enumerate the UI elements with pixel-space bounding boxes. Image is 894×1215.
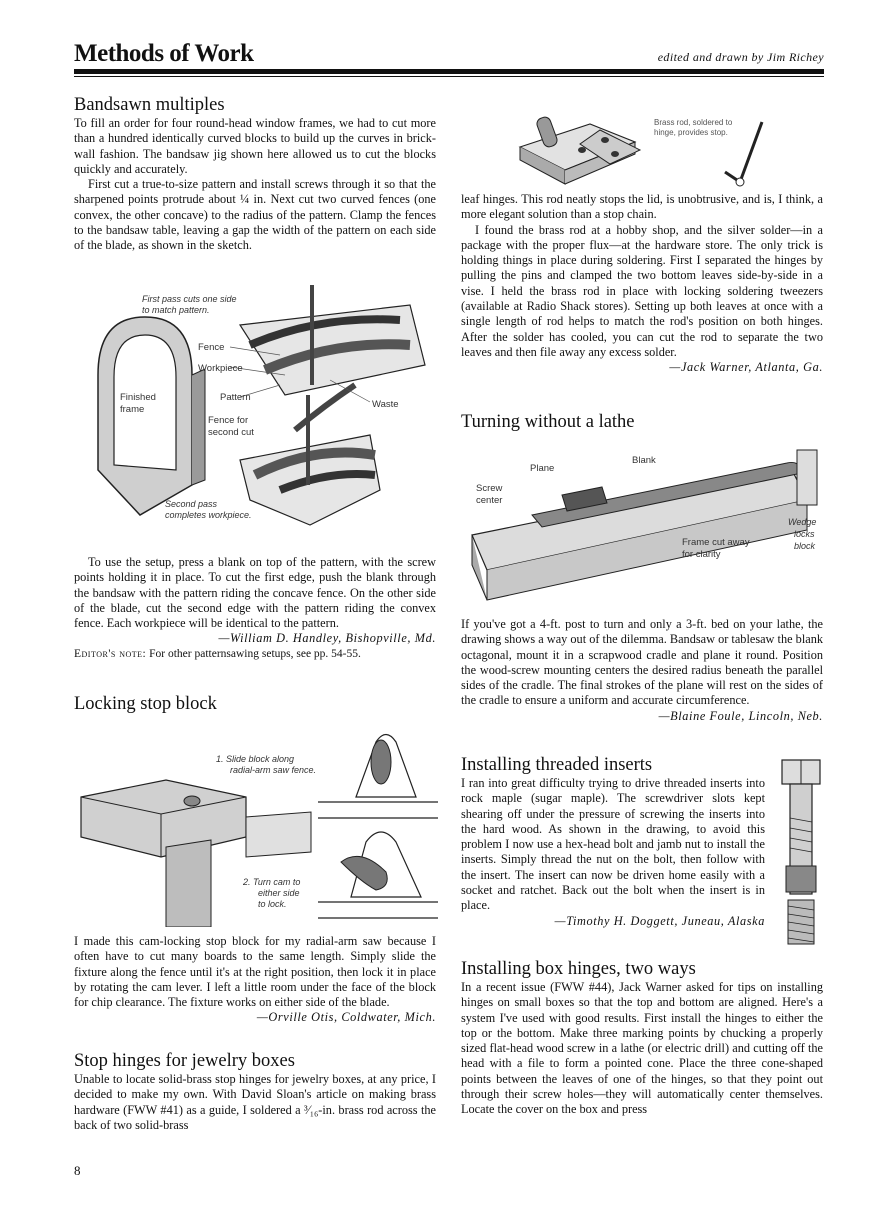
fig-label-first-pass-2: to match pattern. xyxy=(142,305,210,315)
fig-label-completes: completes workpiece. xyxy=(165,510,252,520)
turning-p1: If you've got a 4-ft. post to turn and o… xyxy=(461,617,823,708)
article-bandsaw: Bandsawn multiples To fill an order for … xyxy=(74,94,436,254)
fig-label-pattern: Pattern xyxy=(220,392,251,403)
byline: edited and drawn by Jim Richey xyxy=(657,50,824,64)
fig-label-wedge: Wedge xyxy=(788,517,816,527)
article-locking: Locking stop block xyxy=(74,693,436,715)
bolt-figure xyxy=(781,759,821,945)
editor-note: Editor's note: For other patternsawing s… xyxy=(74,647,436,662)
fig-label-second-cut: second cut xyxy=(208,427,254,438)
page-header: Methods of Work edited and drawn by Jim … xyxy=(74,40,824,74)
stop-hinges-p2: leaf hinges. This rod neatly stops the l… xyxy=(461,192,823,222)
locking-p1: I made this cam-locking stop block for m… xyxy=(74,934,436,1010)
fig-label-slide-1: 1. Slide block along xyxy=(216,754,294,764)
fig-label-slide-2: radial-arm saw fence. xyxy=(230,765,316,775)
fig-label-waste: Waste xyxy=(372,399,399,410)
heading-turning: Turning without a lathe xyxy=(461,412,635,432)
fig-label-brass-rod: Brass rod, soldered to xyxy=(654,118,733,127)
header-rule-thin xyxy=(74,76,824,77)
fig-label-turn-2: either side xyxy=(258,888,300,898)
page-number: 8 xyxy=(74,1163,81,1178)
turning-signature: —Blaine Foule, Lincoln, Neb. xyxy=(658,708,823,723)
article-turning-cont: If you've got a 4-ft. post to turn and o… xyxy=(461,617,823,724)
inserts-signature: —Timothy H. Doggett, Juneau, Alaska xyxy=(554,913,765,928)
stop-hinges-p3: I found the brass rod at a hobby shop, a… xyxy=(461,222,823,359)
fig-label-brass-rod-2: hinge, provides stop. xyxy=(654,128,728,137)
fig-label-screw: Screw xyxy=(476,483,503,494)
turning-figure: Blank Plane Screw center Wedge locks blo… xyxy=(471,449,818,601)
editor-note-text: For other patternsawing setups, see pp. … xyxy=(146,647,361,660)
locking-signature: —Orville Otis, Coldwater, Mich. xyxy=(256,1010,436,1025)
heading-locking: Locking stop block xyxy=(74,694,217,714)
fig-label-frame-cut: Frame cut away xyxy=(682,537,750,548)
stop-hinges-signature: —Jack Warner, Atlanta, Ga. xyxy=(669,360,823,375)
heading-stop-hinges: Stop hinges for jewelry boxes xyxy=(74,1051,295,1071)
bandsaw-p2: First cut a true-to-size pattern and ins… xyxy=(74,177,436,253)
bandsaw-p3: To use the setup, press a blank on top o… xyxy=(74,555,436,631)
fig-label-finished: Finished xyxy=(120,392,156,403)
editor-note-label: Editor's note: xyxy=(74,647,147,660)
article-bandsaw-cont: To use the setup, press a blank on top o… xyxy=(74,555,436,662)
article-stop-hinges-cont: leaf hinges. This rod neatly stops the l… xyxy=(461,192,823,376)
heading-box-hinges: Installing box hinges, two ways xyxy=(461,959,696,979)
fig-label-fence: Fence xyxy=(198,342,224,353)
stop-block-figure: 1. Slide block along radial-arm saw fenc… xyxy=(80,733,438,927)
fig-label-turn-3: to lock. xyxy=(258,899,287,909)
fig-label-blank: Blank xyxy=(632,455,656,466)
bandsaw-jig-figure: First pass cuts one side to match patter… xyxy=(97,285,426,526)
fig-label-plane: Plane xyxy=(530,463,554,474)
heading-bandsaw: Bandsawn multiples xyxy=(74,95,225,115)
fig-label-center: center xyxy=(476,495,502,506)
fig-label-fence-for: Fence for xyxy=(208,415,248,426)
fig-label-second-pass: Second pass xyxy=(165,499,218,509)
header-rule xyxy=(74,69,824,74)
article-locking-cont: I made this cam-locking stop block for m… xyxy=(74,934,436,1026)
fig-label-workpiece: Workpiece xyxy=(198,363,243,374)
box-hinges-p1: In a recent issue (FWW #44), Jack Warner… xyxy=(461,980,823,1117)
article-inserts: Installing threaded inserts I ran into g… xyxy=(461,754,765,929)
fig-label-locks: locks xyxy=(794,529,815,539)
bandsaw-p1: To fill an order for four round-head win… xyxy=(74,116,436,176)
page-title: Methods of Work xyxy=(74,40,254,67)
fig-label-clarity: for clarity xyxy=(682,549,721,560)
inserts-p1: I ran into great difficulty trying to dr… xyxy=(461,776,765,913)
fig-label-first-pass: First pass cuts one side xyxy=(142,294,237,304)
article-turning: Turning without a lathe xyxy=(461,411,823,433)
fig-label-block: block xyxy=(794,541,816,551)
bandsaw-signature: —William D. Handley, Bishopville, Md. xyxy=(218,631,436,646)
heading-inserts: Installing threaded inserts xyxy=(461,755,653,775)
stop-hinges-p1: Unable to locate solid-brass stop hinges… xyxy=(74,1072,436,1132)
fig-label-frame: frame xyxy=(120,404,144,415)
article-stop-hinges: Stop hinges for jewelry boxes Unable to … xyxy=(74,1050,436,1133)
article-box-hinges: Installing box hinges, two ways In a rec… xyxy=(461,958,823,1118)
stop-hinge-figure: Brass rod, soldered to hinge, provides s… xyxy=(518,116,764,187)
fig-label-turn-1: 2. Turn cam to xyxy=(242,877,300,887)
